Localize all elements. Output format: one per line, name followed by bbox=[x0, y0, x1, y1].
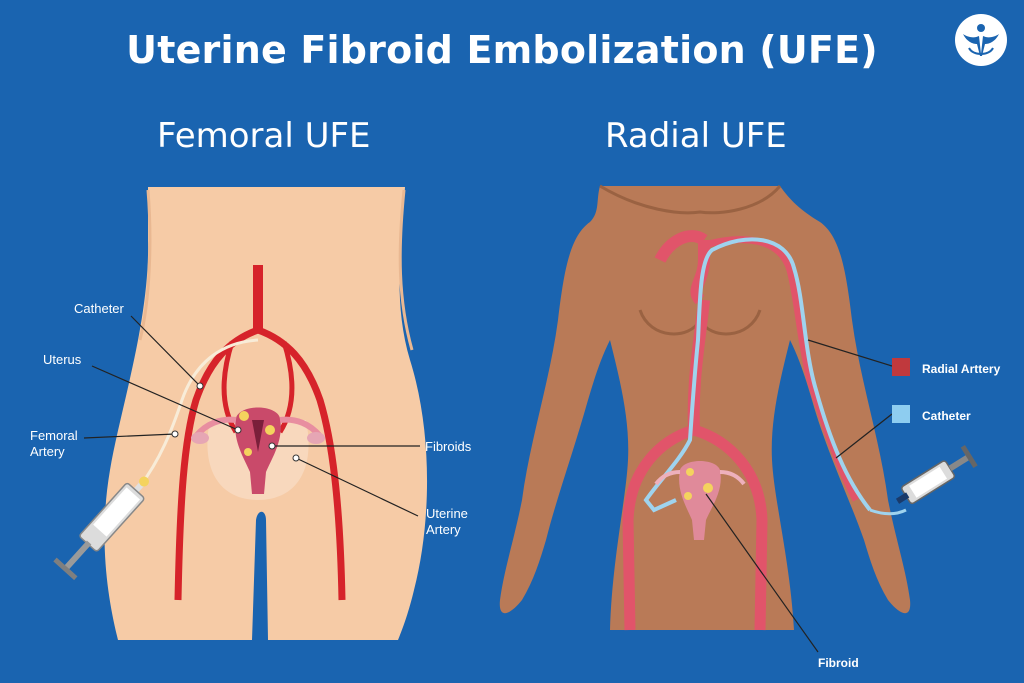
legend-swatch-catheter bbox=[892, 405, 910, 423]
winged-figure-icon bbox=[955, 14, 1007, 66]
label-uterine-artery: Uterine Artery bbox=[426, 506, 468, 538]
femoral-heading: Femoral UFE bbox=[157, 116, 371, 156]
label-catheter: Catheter bbox=[74, 301, 124, 317]
fibroid-dot bbox=[239, 411, 249, 421]
fibroid-dot bbox=[244, 448, 252, 456]
radial-figure bbox=[500, 186, 978, 652]
radial-syringe-icon bbox=[891, 445, 977, 511]
femoral-figure bbox=[53, 187, 427, 640]
radial-heading: Radial UFE bbox=[605, 116, 787, 156]
label-fibroid: Fibroid bbox=[818, 656, 859, 670]
logo bbox=[955, 14, 1007, 66]
label-femoral-artery: Femoral Artery bbox=[30, 428, 78, 460]
label-uterus: Uterus bbox=[43, 352, 81, 368]
page-title: Uterine Fibroid Embolization (UFE) bbox=[0, 28, 1004, 72]
legend-label-catheter: Catheter bbox=[922, 409, 971, 423]
label-fibroids: Fibroids bbox=[425, 439, 471, 455]
fibroid-dot bbox=[265, 425, 275, 435]
legend-label-radial-artery: Radial Arttery bbox=[922, 362, 1000, 376]
legend-swatch-radial-artery bbox=[892, 358, 910, 376]
